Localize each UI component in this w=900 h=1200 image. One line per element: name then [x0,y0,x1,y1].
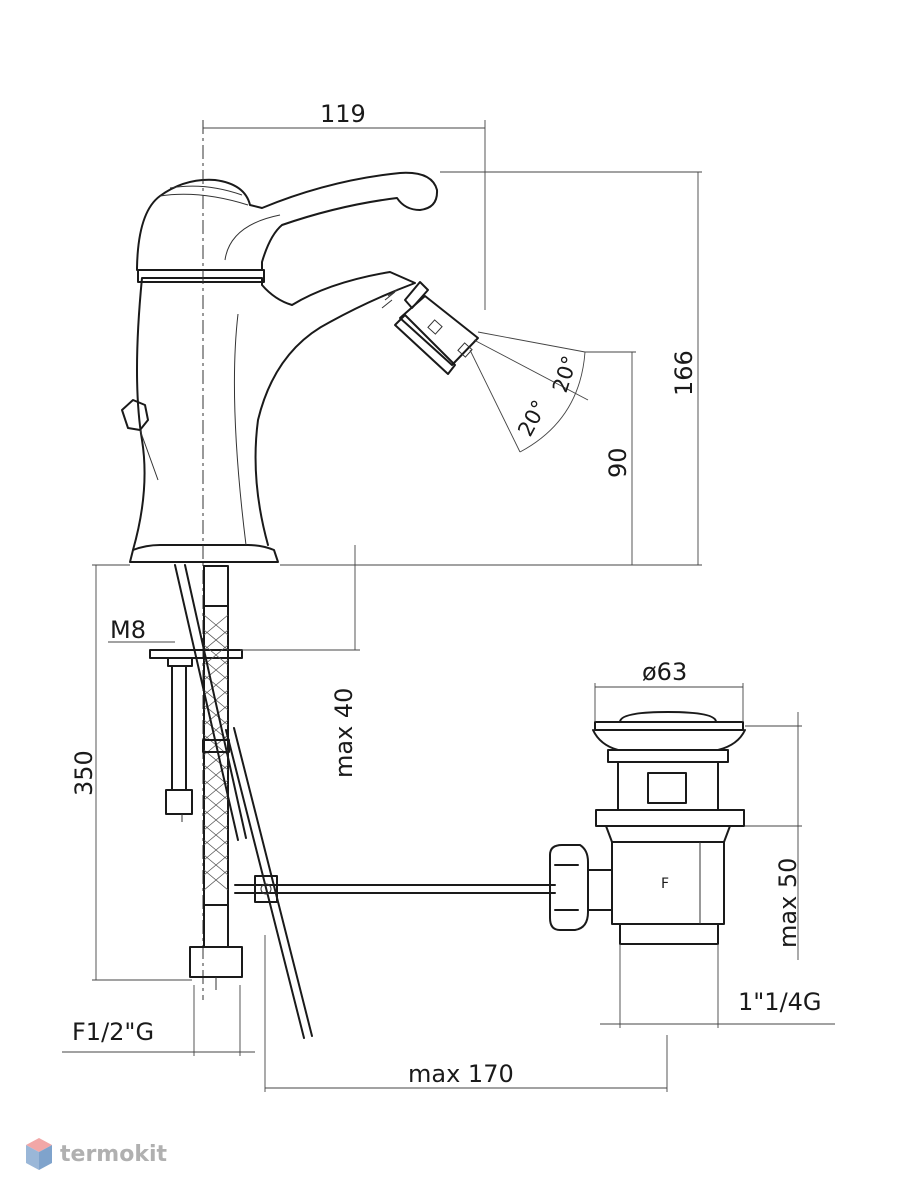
popup-waste: F [549,711,746,945]
dim-350-label: 350 [70,750,98,796]
dim-dia63-label: ø63 [642,658,687,686]
flexible-hose [189,565,243,990]
dim-g114-label: 1"1/4G [738,988,822,1016]
drain-pull-rod [174,564,556,1039]
dim-max40-label: max 40 [330,688,358,778]
faucet-body [121,171,589,563]
dim-max170-label: max 170 [408,1060,514,1088]
svg-text:F: F [661,876,669,892]
dim-m8-label: M8 [110,616,146,644]
dim-max50-label: max 50 [774,858,802,948]
brand-name: termokit [60,1141,168,1167]
dim-119-label: 119 [320,100,366,128]
mounting-stud [149,649,243,822]
dim-f12-label: F1/2"G [72,1018,154,1046]
dimension-lines [62,120,835,1092]
brand-logo: termokit [24,1136,167,1172]
spout-nozzle [381,281,479,375]
hexagon-cube-icon [26,1138,52,1170]
dim-166-label: 166 [670,350,698,396]
dim-90-label: 90 [604,447,632,478]
